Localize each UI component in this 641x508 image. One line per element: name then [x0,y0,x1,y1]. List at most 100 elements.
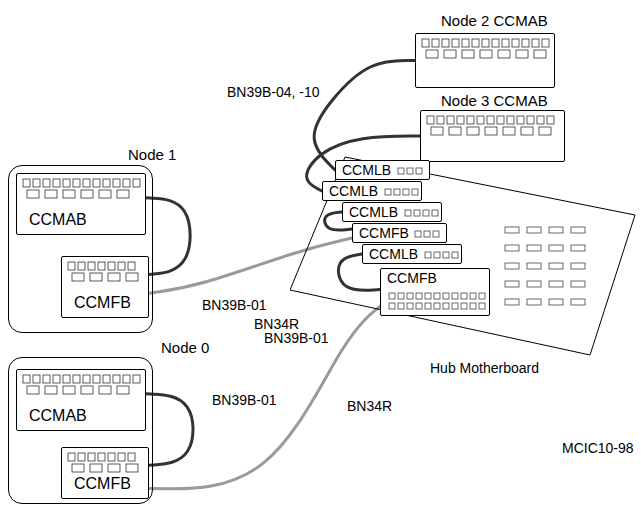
chip [133,179,140,187]
chip [33,375,40,383]
board-chip [549,299,563,305]
chip [423,210,429,216]
chip [470,293,476,299]
chip [485,127,497,135]
hub-card: CCMLB [362,244,462,264]
hub-card: CCMLB [335,160,430,180]
chip [479,303,485,309]
chip [492,39,499,47]
chip [27,190,39,198]
node-heading: Node 2 CCMAB [441,12,548,30]
chip [385,189,391,195]
card-components [416,34,556,89]
chip [93,179,100,187]
board-chip [571,227,585,233]
chip [434,252,440,258]
board-chip [505,281,519,287]
card-label: CCMFB [74,293,131,312]
chip [452,293,458,299]
copper-cable [146,394,193,465]
chip [537,116,544,124]
circuit-card: CCMFB [61,256,149,318]
node-heading: Node 1 [128,146,176,164]
chip [45,386,57,394]
chip [407,168,413,174]
hub-card: CCMFB [352,223,447,243]
chip [23,179,30,187]
chip [462,39,469,47]
chip [99,190,111,198]
node-heading: Node 0 [161,339,209,357]
chip [43,179,50,187]
node-enclosure: Node 0CCMABCCMFB [8,357,153,504]
chip [99,386,111,394]
chip [470,303,476,309]
board-chip [549,227,563,233]
chip [522,39,529,47]
hub-card: CCMFB [380,268,490,316]
card-label: CCMLB [349,204,398,221]
chip [78,262,85,270]
chip [108,262,115,270]
chip [432,39,439,47]
node-heading: Hub Motherboard [430,360,539,377]
chip [103,179,110,187]
fiber-cable [149,238,352,293]
hub-motherboard: Hub MotherboardCCMLBCCMLBCCMLBCCMFBCCMLB… [290,155,638,380]
chip [425,293,431,299]
card-label: CCMAB [29,406,87,425]
card-label: CCMFB [74,474,131,493]
board-chip [549,263,563,269]
figure-id: MCIC10-98 [560,440,636,457]
chip [516,50,528,58]
chip [452,303,458,309]
board-chip [527,245,541,251]
chip [442,39,449,47]
chip [422,39,429,47]
card-label: CCMLB [369,246,418,263]
board-chip [571,263,585,269]
chip [534,50,546,58]
chip [434,303,440,309]
chip [479,293,485,299]
chip [405,210,411,216]
circuit-card: CCMFB [61,447,149,499]
chip [424,231,430,237]
chip [398,293,404,299]
board-chip [527,227,541,233]
chip [425,303,431,309]
chip [78,453,85,461]
chip [398,168,404,174]
board-chip [527,263,541,269]
chip [434,293,440,299]
chip [452,252,458,258]
board-chip [527,281,541,287]
cable-label: BN39B-01 [200,297,269,314]
chip [416,303,422,309]
chip [477,116,484,124]
chip [72,464,84,472]
chip [447,116,454,124]
chip [416,293,422,299]
card-components [421,111,566,163]
chip [83,179,90,187]
chip [90,464,102,472]
chip [83,375,90,383]
chip [517,116,524,124]
chip [53,375,60,383]
chip [431,127,443,135]
chip [63,375,70,383]
chip [117,190,129,198]
board-chip [549,281,563,287]
chip [443,303,449,309]
chip [43,375,50,383]
chip [512,39,519,47]
chip [73,179,80,187]
chip [126,464,138,472]
chip [480,50,492,58]
chip [487,116,494,124]
chip [63,190,75,198]
cable-label: BN39B-04, -10 [225,84,322,101]
chip [457,116,464,124]
card-label: CCMAB [29,210,87,229]
